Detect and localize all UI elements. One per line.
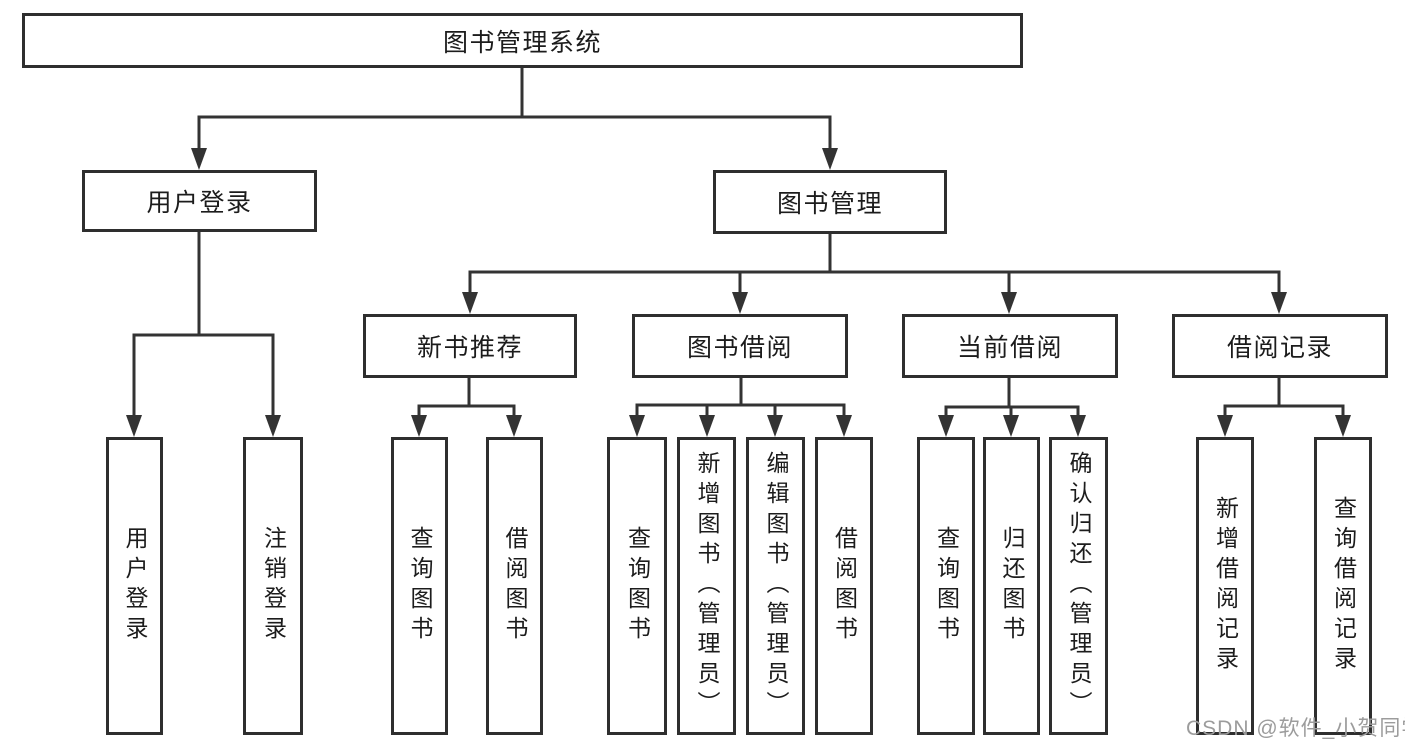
leaf-user-login: 用户登录: [106, 437, 163, 735]
node-borrowing-records-label: 借阅记录: [1226, 334, 1333, 362]
leaf-add-books-admin-label: 新增图书（管理员）: [694, 451, 720, 721]
leaf-borrow-books-label: 借阅图书: [831, 526, 858, 646]
leaf-edit-books-admin: 编辑图书（管理员）: [746, 437, 805, 735]
leaf-borrow-books: 借阅图书: [815, 437, 873, 735]
leaf-logout: 注销登录: [243, 437, 303, 735]
node-root-label: 图书管理系统: [442, 28, 602, 57]
leaf-return-books-label: 归还图书: [999, 526, 1025, 646]
leaf-user-login-label: 用户登录: [122, 526, 148, 646]
leaf-add-books-admin: 新增图书（管理员）: [677, 437, 736, 735]
node-current-borrowing-label: 当前借阅: [956, 334, 1063, 362]
leaf-borrow-books-label: 借阅图书: [502, 526, 528, 646]
node-book-management: 图书管理: [713, 170, 947, 234]
node-user-login-branch: 用户登录: [82, 170, 317, 232]
leaf-logout-label: 注销登录: [260, 526, 287, 646]
watermark: CSDN @软件_小贺同学: [1186, 717, 1405, 740]
node-user-login-branch-label: 用户登录: [146, 189, 253, 217]
leaf-return-books: 归还图书: [983, 437, 1040, 735]
leaf-query-books-label: 查询图书: [407, 526, 433, 646]
node-library-management-system: 图书管理系统: [22, 13, 1023, 68]
leaf-query-books: 查询图书: [607, 437, 667, 735]
leaf-edit-books-admin-label: 编辑图书（管理员）: [763, 451, 789, 721]
leaf-confirm-return-admin-label: 确认归还（管理员）: [1066, 451, 1092, 721]
leaf-query-books-label: 查询图书: [624, 526, 651, 646]
node-book-borrowing: 图书借阅: [632, 314, 848, 378]
node-book-management-label: 图书管理: [776, 190, 883, 218]
leaf-query-borrow-record: 查询借阅记录: [1314, 437, 1372, 735]
leaf-confirm-return-admin: 确认归还（管理员）: [1049, 437, 1108, 735]
leaf-query-borrow-record-label: 查询借阅记录: [1330, 496, 1357, 676]
leaf-query-books: 查询图书: [917, 437, 975, 735]
leaf-query-books: 查询图书: [391, 437, 448, 735]
node-new-book-recommendation-label: 新书推荐: [416, 334, 523, 362]
leaf-add-borrow-record: 新增借阅记录: [1196, 437, 1254, 735]
leaf-query-books-label: 查询图书: [933, 526, 960, 646]
node-book-borrowing-label: 图书借阅: [686, 334, 793, 362]
leaf-borrow-books: 借阅图书: [486, 437, 543, 735]
node-new-book-recommendation: 新书推荐: [363, 314, 577, 378]
leaf-add-borrow-record-label: 新增借阅记录: [1212, 496, 1239, 676]
node-borrowing-records: 借阅记录: [1172, 314, 1388, 378]
node-current-borrowing: 当前借阅: [902, 314, 1118, 378]
